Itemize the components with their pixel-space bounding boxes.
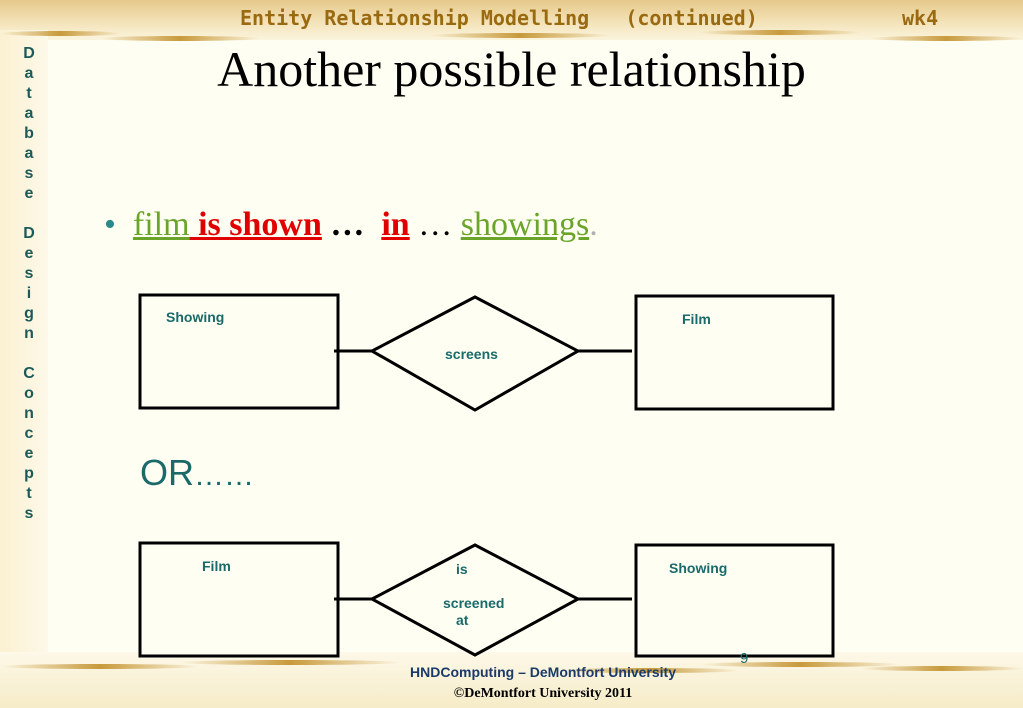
decor-streak	[430, 33, 610, 38]
sidebar-letter: D	[23, 45, 35, 62]
decor-streak	[0, 664, 200, 669]
entity-label-showing: Showing	[166, 309, 225, 325]
sidebar-letter: c	[24, 425, 34, 442]
decor-streak	[560, 668, 740, 673]
entity-label-showing-2: Showing	[669, 560, 728, 576]
or-dots: ……	[194, 459, 254, 492]
sidebar-letter: a	[24, 65, 34, 82]
footer-bar	[0, 652, 1023, 708]
entity-box-showing-2	[634, 543, 835, 658]
sidebar-letter: D	[23, 225, 35, 242]
decor-streak	[100, 36, 260, 41]
decor-streak	[700, 30, 860, 35]
sidebar-letter: p	[24, 465, 34, 482]
sidebar-letter: e	[24, 445, 34, 462]
footer-institution: HNDComputing – DeMontfort University	[410, 664, 676, 680]
sidebar-letter: i	[26, 285, 32, 302]
bullet-showings: showings	[460, 206, 590, 243]
bullet-ellipsis-2: …	[409, 206, 461, 243]
sidebar-letter: o	[24, 385, 34, 402]
sidebar-strip	[0, 30, 48, 670]
relationship-label-screens: screens	[445, 346, 498, 362]
decor-streak	[180, 660, 400, 665]
entity-label-film-2: Film	[202, 558, 231, 574]
sidebar-letter: s	[24, 165, 34, 182]
bullet-marker: •	[104, 206, 116, 243]
bullet-is-shown: is shown	[189, 206, 322, 243]
bullet-in: in	[381, 206, 410, 243]
slide-title: Another possible relationship	[217, 41, 806, 97]
entity-box-film-2	[138, 541, 340, 658]
entity-box-film	[634, 294, 835, 411]
entity-label-film: Film	[682, 311, 711, 327]
sidebar-letter: s	[24, 505, 34, 522]
sidebar-letter: e	[24, 245, 34, 262]
page-number: 9	[740, 650, 749, 667]
decor-streak	[0, 31, 120, 36]
entity-box-showing	[138, 293, 340, 410]
decor-streak	[700, 662, 900, 667]
sidebar-letter: t	[26, 485, 32, 502]
relationship-label-screened: screened	[443, 595, 505, 611]
relationship-label-is: is	[456, 561, 468, 577]
relationship-label-at: at	[456, 612, 469, 628]
decor-streak	[860, 666, 1023, 671]
footer-copyright: ©DeMontfort University 2011	[453, 686, 633, 701]
bullet-film: film	[132, 206, 190, 243]
sidebar-letter: b	[24, 125, 34, 142]
sidebar-letter: a	[24, 105, 34, 122]
bullet-point: • film is shown … in … showings.	[104, 206, 598, 244]
sidebar-letter: g	[24, 305, 34, 322]
or-word: OR	[140, 452, 194, 493]
sidebar-letter: s	[24, 265, 34, 282]
sidebar-letter: e	[24, 185, 34, 202]
sidebar-letter: n	[24, 325, 34, 342]
bullet-period: .	[589, 206, 598, 243]
sidebar-letter: n	[24, 405, 34, 422]
sidebar-letter: C	[23, 365, 35, 382]
sidebar-letter: t	[26, 85, 32, 102]
or-text: OR……	[140, 452, 254, 494]
week-label: wk4	[902, 6, 939, 30]
header-title: Entity Relationship Modelling (continued…	[240, 6, 758, 30]
decor-streak	[870, 36, 1023, 41]
sidebar-letter: a	[24, 145, 34, 162]
sidebar-vertical-text: D a t a b a s e D e s i g n C o n c e p …	[22, 44, 36, 524]
bullet-ellipsis: …	[321, 206, 365, 243]
